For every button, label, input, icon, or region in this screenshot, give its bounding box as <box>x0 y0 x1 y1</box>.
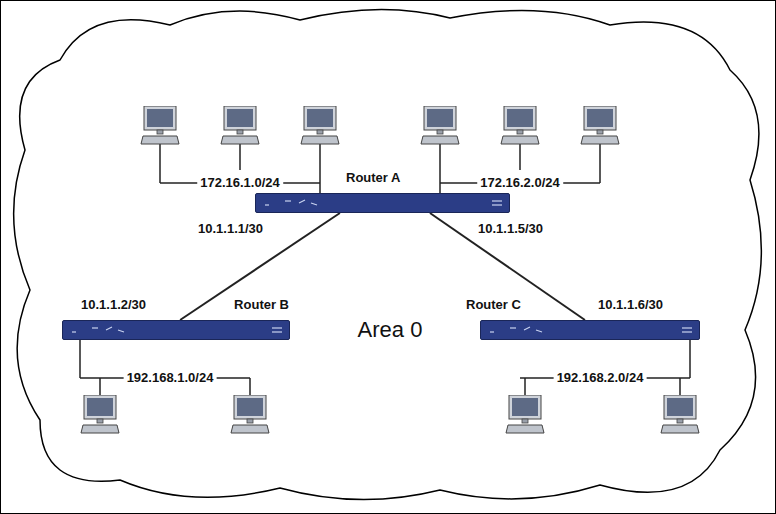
area-label: Area 0 <box>358 317 423 343</box>
router-detail <box>272 331 282 332</box>
pc-icon <box>301 106 339 144</box>
router-detail <box>492 200 502 201</box>
pc-icon <box>501 106 539 144</box>
router-name: Router B <box>234 297 289 313</box>
subnet-label: 172.16.2.0/24 <box>477 175 563 191</box>
network-link <box>430 213 585 320</box>
interface-address: 10.1.1.5/30 <box>475 221 546 237</box>
router-detail <box>299 200 305 203</box>
subnet-label: 192.168.1.0/24 <box>124 370 217 386</box>
router-device: Router C <box>480 320 700 340</box>
interface-address: 10.1.1.2/30 <box>78 297 149 313</box>
router-detail <box>682 331 692 332</box>
pc-icon <box>421 106 459 144</box>
router-detail <box>106 327 112 330</box>
lan-wires <box>80 144 690 395</box>
router-device: Router A <box>255 193 510 213</box>
router-detail <box>92 327 98 328</box>
router-detail <box>480 320 700 340</box>
router-detail <box>510 327 516 328</box>
router-device: Router B <box>62 320 290 340</box>
router-detail <box>311 203 317 205</box>
pc-icon <box>221 106 259 144</box>
router-detail <box>255 193 510 213</box>
router-detail <box>492 204 502 205</box>
workstations <box>81 106 699 433</box>
pc-icon <box>81 395 119 433</box>
subnet-label: 172.16.1.0/24 <box>197 175 283 191</box>
router-detail <box>536 330 542 332</box>
router-detail <box>62 320 290 340</box>
network-link <box>180 213 340 320</box>
pc-icon <box>661 395 699 433</box>
interface-address: 10.1.1.6/30 <box>595 297 666 313</box>
pc-icon <box>231 395 269 433</box>
cloud-outline <box>14 9 762 499</box>
subnet-label: 192.168.2.0/24 <box>554 370 647 386</box>
router-detail <box>285 200 291 201</box>
pc-icon <box>141 106 179 144</box>
router-detail <box>272 327 282 328</box>
router-detail <box>682 327 692 328</box>
router-name: Router C <box>466 297 521 313</box>
pc-icon <box>506 395 544 433</box>
router-name: Router A <box>346 170 400 186</box>
router-detail <box>265 204 269 205</box>
interface-address: 10.1.1.1/30 <box>195 221 266 237</box>
pc-icon <box>581 106 619 144</box>
router-detail <box>118 330 124 332</box>
router-detail <box>72 331 76 332</box>
router-detail <box>524 327 530 330</box>
router-detail <box>490 331 494 332</box>
